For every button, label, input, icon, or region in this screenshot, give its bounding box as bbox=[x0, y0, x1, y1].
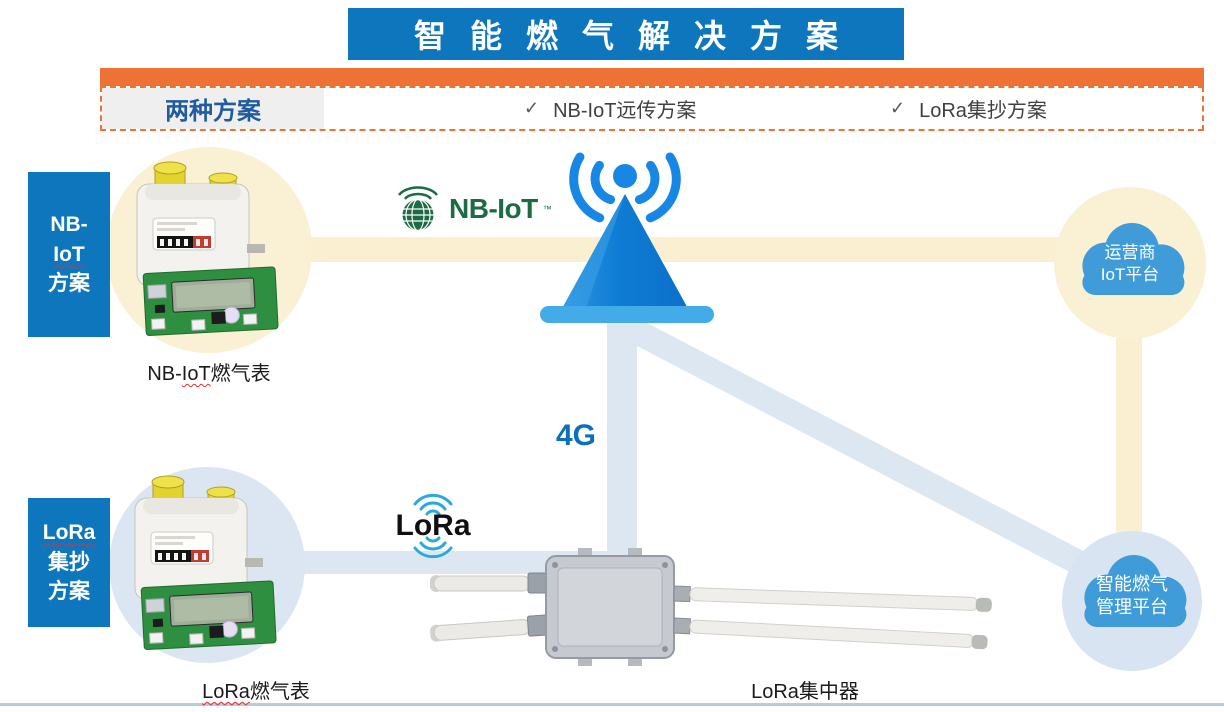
lora-logo-text: LoRa bbox=[396, 509, 471, 542]
bottom-divider bbox=[0, 703, 1224, 706]
caption-part: NB- bbox=[147, 363, 182, 385]
management-cloud: 智能燃气 管理平台 bbox=[1064, 544, 1200, 638]
check-icon: ✓ bbox=[890, 98, 906, 118]
side-label-line: NB- bbox=[50, 213, 88, 237]
management-cloud-label: 智能燃气 管理平台 bbox=[1064, 544, 1200, 638]
caption-part: LoRa bbox=[202, 681, 250, 703]
nbiot-meter-caption: NB-IoT燃气表 bbox=[106, 357, 312, 386]
link-lora-local bbox=[205, 551, 610, 574]
link-tower-to-management bbox=[618, 314, 1098, 581]
scheme-item-nbiot: ✓ NB-IoT远传方案 bbox=[524, 88, 696, 129]
check-icon: ✓ bbox=[524, 98, 540, 118]
gas-meter-image bbox=[136, 161, 279, 336]
page-title: 智能燃气解决方案 bbox=[348, 8, 904, 60]
concentrator-image bbox=[430, 548, 992, 666]
cloud-icon bbox=[1082, 223, 1185, 295]
sidebar-label-nbiot-scheme: NB- IoT 方案 bbox=[28, 172, 110, 337]
cloud-label-line: IoT平台 bbox=[1100, 265, 1160, 284]
schemes-label: 两种方案 bbox=[102, 88, 324, 129]
link-4g-backhaul bbox=[607, 316, 637, 571]
lora-logo: LoRa bbox=[386, 488, 486, 565]
scheme-item-label: LoRa集抄方案 bbox=[919, 100, 1047, 122]
lora-meter-caption: LoRa燃气表 bbox=[150, 675, 362, 704]
cloud-label-line: 管理平台 bbox=[1096, 597, 1168, 617]
side-label-line: 方案 bbox=[48, 580, 90, 604]
caption-part: IoT bbox=[181, 363, 211, 385]
accent-divider-bar bbox=[100, 68, 1204, 86]
side-label-line: 方案 bbox=[48, 272, 90, 296]
nbiot-logo-text: NB-IoT bbox=[449, 193, 538, 224]
cloud-icon bbox=[1084, 555, 1187, 627]
cloud-label-line: 智能燃气 bbox=[1096, 573, 1168, 594]
link-nbiot-uplink bbox=[200, 237, 1130, 262]
signal-tower-icon bbox=[540, 152, 714, 323]
trademark-mark: ™ bbox=[542, 204, 552, 214]
concentrator-caption: LoRa集中器 bbox=[751, 681, 859, 703]
scheme-item-label: NB-IoT远传方案 bbox=[553, 100, 697, 122]
caption-part: 燃气表 bbox=[210, 363, 271, 385]
side-label-line: LoRa bbox=[42, 521, 96, 545]
sidebar-label-lora-scheme: LoRa 集抄 方案 bbox=[28, 498, 110, 627]
operator-cloud: 运营商 IoT平台 bbox=[1062, 214, 1198, 304]
scheme-item-lora: ✓ LoRa集抄方案 bbox=[890, 88, 1047, 129]
lora-waves-icon bbox=[413, 493, 453, 559]
nbiot-logo: NB-IoT ™ bbox=[392, 184, 552, 234]
caption-part: 燃气表 bbox=[249, 681, 310, 703]
side-label-line: 集抄 bbox=[48, 550, 90, 574]
gas-meter-image bbox=[134, 475, 277, 650]
side-label-line: IoT bbox=[53, 242, 85, 266]
operator-cloud-label: 运营商 IoT平台 bbox=[1062, 214, 1198, 304]
globe-icon bbox=[398, 186, 438, 232]
cloud-label-line: 运营商 bbox=[1104, 242, 1156, 262]
cellular-link-label: 4G bbox=[556, 419, 597, 452]
